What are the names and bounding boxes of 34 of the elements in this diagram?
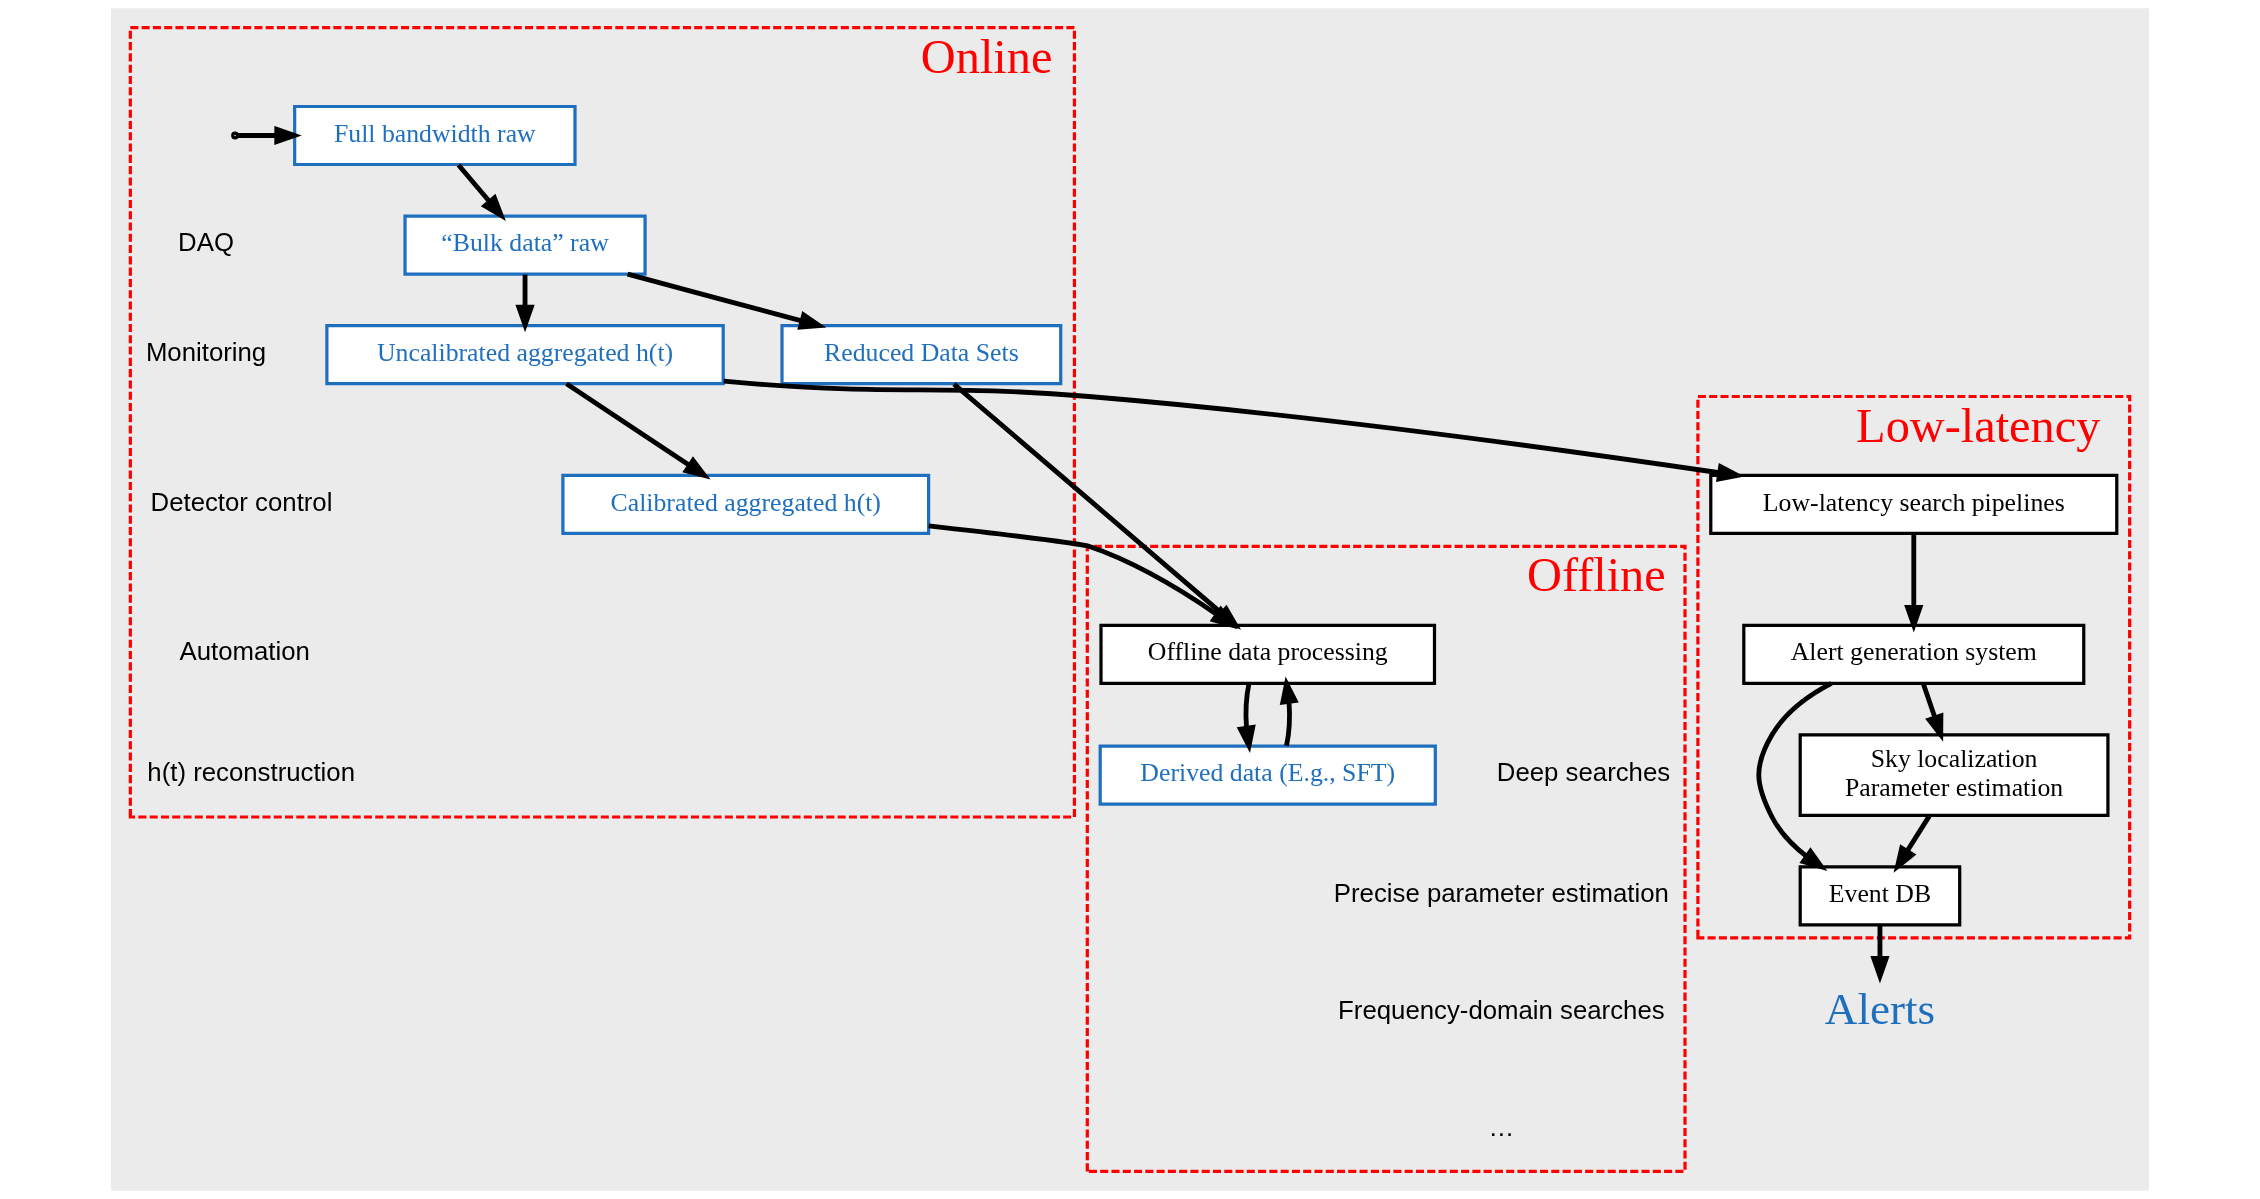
- arrow: [1870, 925, 1890, 984]
- arrow: [1893, 814, 1932, 873]
- label: Frequency-domain searches: [1338, 995, 1665, 1024]
- label: Detector control: [150, 487, 333, 516]
- node-text: Alerts: [1824, 983, 1936, 1034]
- arrow: [627, 271, 827, 330]
- label: Monitoring: [145, 337, 267, 366]
- arrow: [1921, 682, 1944, 742]
- node-box: Uncalibrated aggregated h(t): [325, 324, 725, 386]
- arrow: [723, 378, 1745, 482]
- arrow: [237, 125, 302, 146]
- arrow: [515, 274, 535, 333]
- label: DAQ: [178, 228, 234, 257]
- arrow: [1756, 681, 1833, 871]
- label: Automation: [179, 637, 310, 666]
- node-box: Offline data processing: [1099, 623, 1437, 685]
- label: h(t) reconstruction: [147, 758, 355, 787]
- arrow: [1279, 676, 1299, 747]
- node-box: Full bandwidth raw: [293, 104, 577, 167]
- node-box: Reduced Data Sets: [780, 324, 1063, 386]
- node-box: Event DB: [1798, 865, 1962, 927]
- arrow: [456, 163, 506, 221]
- arrow: [1904, 533, 1924, 633]
- node-box: Sky localization Parameter estimation: [1798, 733, 2110, 817]
- node-box: Low-latency search pipelines: [1709, 473, 2119, 536]
- label: …: [1488, 1112, 1515, 1141]
- node-box: Calibrated aggregated h(t): [561, 473, 931, 536]
- node-box: Derived data (E.g., SFT): [1098, 744, 1437, 806]
- label: Precise parameter estimation: [1333, 879, 1669, 908]
- node-box: Alert generation system: [1742, 623, 2086, 685]
- arrow: [565, 381, 711, 480]
- arrow: [1236, 683, 1256, 754]
- node-box: “Bulk data” raw: [403, 214, 647, 276]
- label: Deep searches: [1496, 758, 1671, 787]
